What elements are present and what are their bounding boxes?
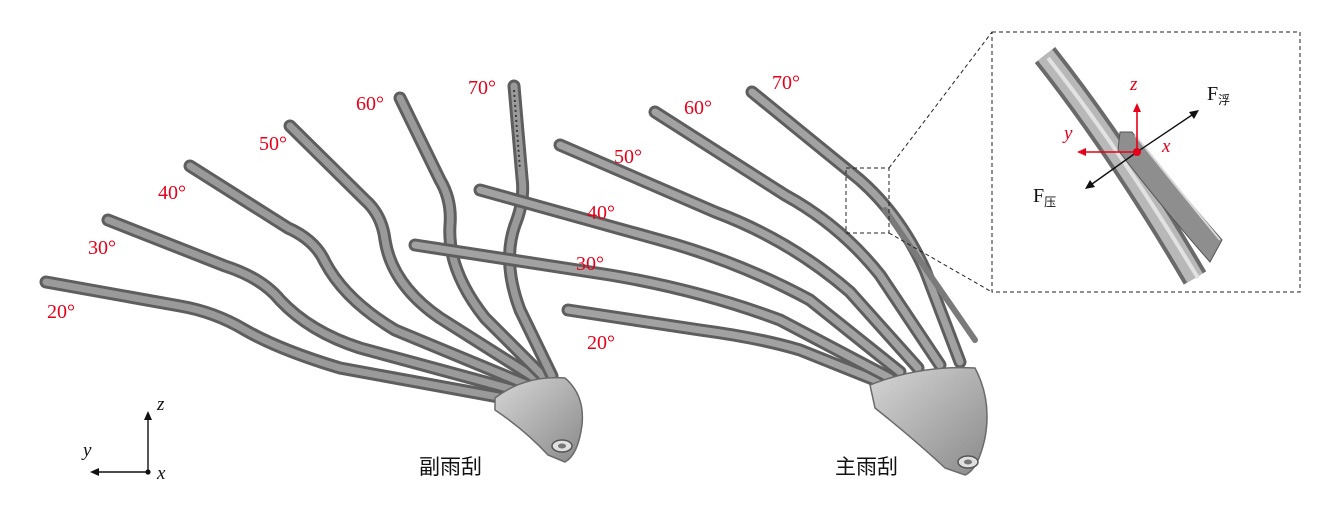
secondary-arm-60 (393, 91, 552, 385)
secondary-angle-30: 30° (88, 237, 116, 259)
global-axes (90, 411, 152, 476)
inset-force-down-subscript: 压 (1044, 195, 1057, 209)
main-wiper-label: 主雨刮 (835, 455, 898, 479)
inset-axis-z-label: z (1130, 74, 1138, 95)
main-arm-50 (553, 138, 925, 375)
inset-force-up-symbol: F (1207, 83, 1219, 105)
inset-local-axes (1077, 103, 1199, 189)
secondary-arm-50 (283, 119, 545, 387)
secondary-angle-20: 20° (47, 301, 75, 323)
secondary-angle-50: 50° (259, 133, 287, 155)
secondary-wiper (39, 79, 584, 463)
secondary-arm-20 (39, 275, 522, 407)
inset-force-up-subscript: 浮 (1218, 93, 1231, 107)
inset-force-up-label: F浮 (1207, 84, 1230, 106)
main-angle-30: 30° (576, 253, 604, 275)
main-arm-60 (648, 105, 947, 372)
zoom-connector-bottom (888, 232, 993, 293)
secondary-arm-30 (101, 213, 529, 399)
global-axis-z-label: z (157, 394, 165, 415)
main-arm-70 (745, 85, 978, 369)
main-pivot-hub (869, 366, 988, 476)
secondary-wiper-label: 副雨刮 (419, 455, 482, 479)
main-angle-60: 60° (684, 97, 712, 119)
inset-force-down-label: F压 (1033, 186, 1056, 208)
global-axis-x-label: x (157, 463, 166, 484)
main-arm-40 (473, 183, 907, 379)
secondary-angle-70: 70° (468, 77, 496, 99)
secondary-arm-70 (503, 79, 559, 383)
zoom-connector-top (888, 31, 993, 169)
main-angle-50: 50° (614, 146, 642, 168)
main-arm-30 (408, 238, 897, 385)
main-angle-40: 40° (587, 202, 615, 224)
inset-axis-x-label: x (1162, 136, 1171, 157)
inset-axis-y-label: y (1064, 123, 1073, 144)
inset-force-down-symbol: F (1033, 185, 1045, 207)
main-wiper (408, 85, 988, 476)
main-angle-20: 20° (587, 332, 615, 354)
global-axis-y-label: y (83, 440, 92, 461)
main-arm-20 (561, 303, 887, 389)
zoom-inset-box (991, 31, 1301, 293)
secondary-angle-40: 40° (158, 182, 186, 204)
secondary-angle-60: 60° (356, 93, 384, 115)
zoom-source-box (845, 167, 890, 234)
inset-blade (1034, 46, 1223, 285)
main-angle-70: 70° (772, 72, 800, 94)
secondary-arm-40 (183, 159, 537, 393)
